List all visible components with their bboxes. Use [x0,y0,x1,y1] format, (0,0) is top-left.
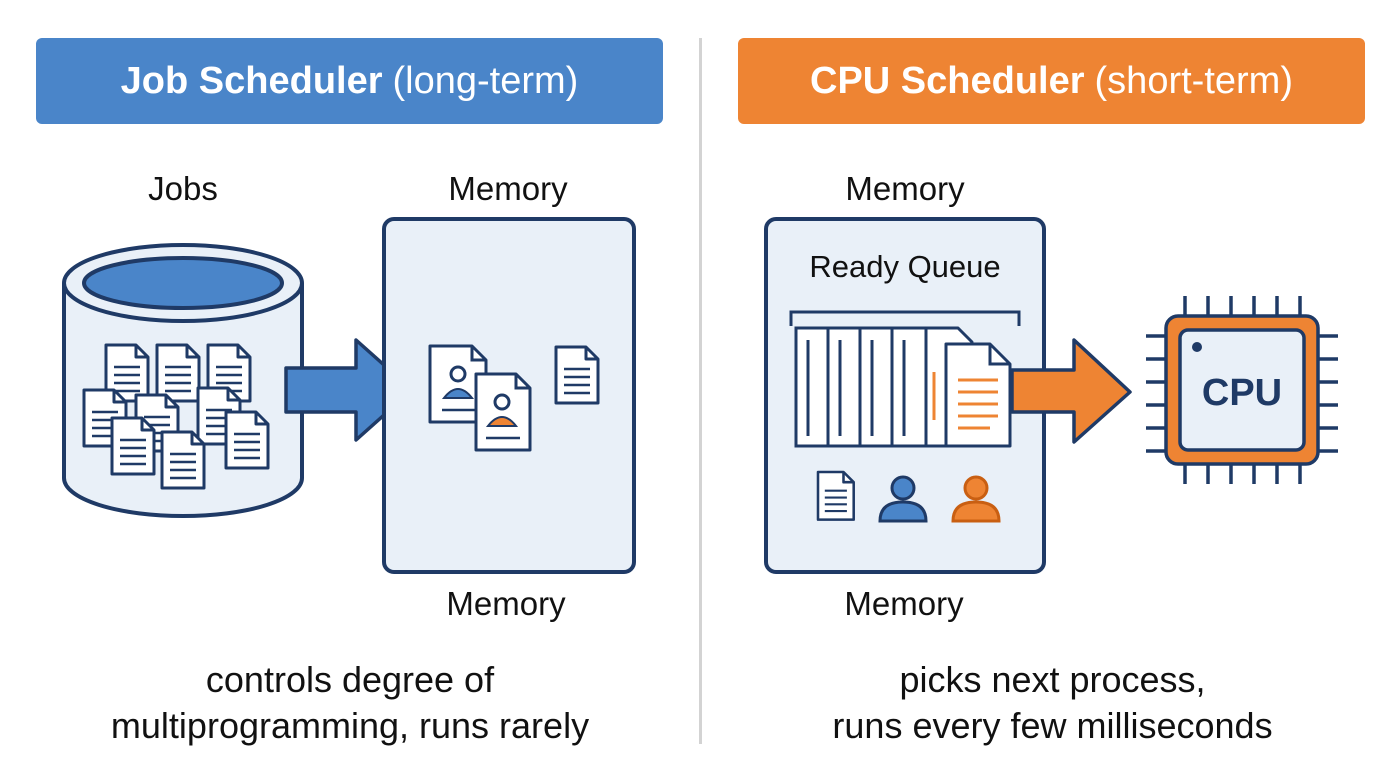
left-memory-top-label: Memory [448,170,568,207]
waiting-items [816,470,1001,523]
cpu-chip-icon [1146,296,1338,484]
left-caption: controls degree of multiprogramming, run… [40,657,660,749]
right-memory-bottom-label: Memory [844,585,964,622]
cpu-scheduler-banner: CPU Scheduler (short-term) [738,38,1365,124]
right-memory-top-label: Memory [845,170,965,207]
user-icon [951,475,1001,523]
job-scheduler-title: Job Scheduler [120,59,383,102]
queue-bracket [789,310,1021,326]
cpu-label: CPU [1202,372,1282,414]
jobs-label: Jobs [148,170,218,207]
center-divider [699,38,702,744]
job-documents [82,343,270,490]
user-icon [878,475,928,523]
memory-user-documents [428,344,600,452]
left-memory-bottom-label: Memory [446,585,566,622]
cpu-scheduler-title: CPU Scheduler [810,59,1085,102]
document-icon [816,470,855,521]
document-icon [554,345,600,405]
right-caption-line1: picks next process, [899,659,1206,700]
ready-queue-label: Ready Queue [809,249,1000,284]
ready-queue-processes [794,326,1012,448]
job-scheduler-banner: Job Scheduler (long-term) [36,38,663,124]
job-scheduler-suffix: (long-term) [392,59,579,102]
right-caption: picks next process, runs every few milli… [745,657,1360,749]
cpu-scheduler-suffix: (short-term) [1094,59,1293,102]
left-caption-line2: multiprogramming, runs rarely [110,705,590,746]
left-caption-line1: controls degree of [205,659,495,700]
right-caption-line2: runs every few milliseconds [832,705,1273,746]
arrow-right-icon [1010,338,1132,444]
